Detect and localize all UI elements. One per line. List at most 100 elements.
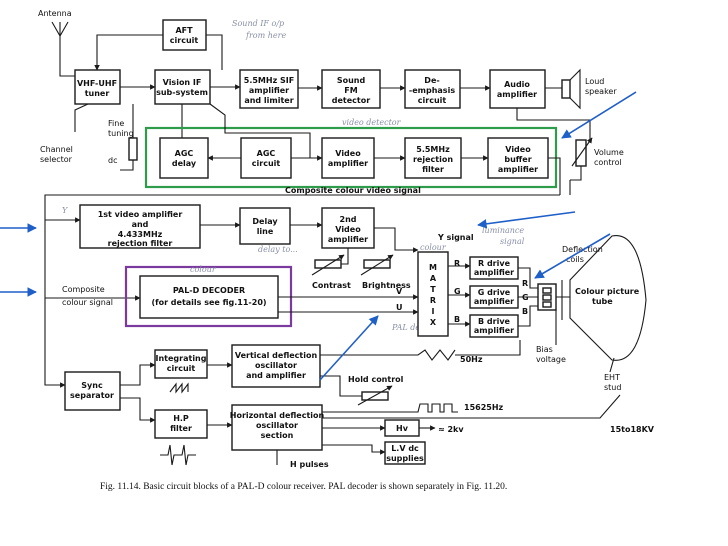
vhf-uhf-tuner-label-1: VHF-UHF [77,79,117,88]
first-video-label-1: 1st video amplifier [98,210,183,219]
channel-selector-label-2: selector [40,155,73,164]
audio-label-1: Audio [504,80,530,89]
first-video-label-4: rejection filter [108,239,173,248]
de-emphasis-label-3: circuit [418,96,447,105]
horizontal-deflection-block: Horizontal deflection oscillator section [230,404,325,451]
handwritten-note-luminance-2: signal [500,237,525,246]
aft-label-2: circuit [170,36,199,45]
sync-separator-block: Sync separator [64,371,121,411]
r-gun-label: R [522,279,528,288]
sync-separator-label-2: separator [70,391,114,400]
delay-line-label-1: Delay [252,217,278,226]
sif-amplifier-block: 5.5MHz SIF amplifier and limiter [239,69,299,109]
first-video-label-2: and [132,220,149,229]
composite-colour-label-2: colour signal [62,298,113,307]
second-video-label-2: Video [335,225,361,234]
eht-stud-label-2: stud [604,383,621,392]
deflection-coils-label-2: coils [566,255,584,264]
r-label: R [454,259,460,268]
composite-colour-label: Composite [62,285,105,294]
loudspeaker-icon [561,68,581,110]
sound-fm-detector-block: Sound FM detector [321,69,381,109]
handwritten-note-matrix: colour [420,243,447,252]
vision-if-label-1: Vision IF [163,78,202,87]
g-drive-label-2: amplifier [474,297,514,306]
first-video-amplifier-block: 1st video amplifier and 4.433MHz rejecti… [79,204,201,249]
rej-filter-label-2: rejection [413,155,453,164]
de-emphasis-label-2: -emphasis [409,86,455,95]
agc-circuit-label-2: circuit [252,159,281,168]
vision-if-block: Vision IF sub-system [154,69,211,105]
pulse-waveform-icon [160,444,196,466]
composite-video-signal-label: Composite colour video signal [285,186,421,195]
dc-label: dc [108,156,117,165]
u-signal-label: U [396,303,403,312]
v-signal-label: V [396,287,403,296]
volume-label-2: control [594,158,622,167]
sound-label-2: FM [344,86,357,95]
handwritten-note-video-detector: video detector [342,118,402,127]
50hz-label: 50Hz [460,355,483,364]
contrast-control [314,259,342,269]
aft-label-1: AFT [175,26,193,35]
2kv-label: ≈ 2kv [438,425,464,434]
agc-circuit-block: AGC circuit [240,137,292,179]
blue-arrow-y-signal [477,211,576,229]
second-video-label-3: amplifier [328,235,368,244]
loudspeaker-label-2: speaker [585,87,617,96]
matrix-letter-m: M [429,263,437,272]
agc-circuit-label-1: AGC [257,149,276,158]
hold-control-label: Hold control [348,375,404,384]
g-gun-label: G [522,293,529,302]
second-video-amplifier-block: 2nd Video amplifier [321,207,375,249]
horiz-defl-label-2: oscillator [256,421,298,430]
fine-tuning-label: Fine [108,119,124,128]
r-drive-label-2: amplifier [474,268,514,277]
agc-delay-label-2: delay [172,159,197,168]
matrix-letter-a: A [430,274,437,283]
antenna-icon [51,21,75,77]
integrating-circuit-block: Integrating circuit [154,349,208,379]
lv-label-1: L.V dc [391,444,419,453]
first-video-label-3: 4.433MHz [118,230,163,239]
vert-defl-label-1: Vertical deflection [235,351,318,360]
h-pulses-label: H pulses [290,460,329,469]
second-video-label-1: 2nd [340,215,357,224]
video-amp-label-2: amplifier [328,159,368,168]
pal-decoder-label-1: PAL-D DECODER [173,286,245,295]
loudspeaker-label-1: Loud [585,77,604,86]
vhf-uhf-tuner-label-2: tuner [85,89,110,98]
sif-label-1: 5.5MHz SIF [244,76,294,85]
de-emphasis-block: De- -emphasis circuit [404,69,461,109]
aft-circuit-block: AFT circuit [162,19,207,51]
rej-filter-label-3: filter [422,165,444,174]
blue-arrow-uv [319,315,379,381]
de-emphasis-label-1: De- [424,76,439,85]
vert-defl-label-2: oscillator [255,361,297,370]
lv-dc-supplies-block: L.V dc supplies [384,441,426,465]
pal-d-decoder-block: PAL-D DECODER (for details see fig.11-20… [139,275,279,319]
delay-line-label-2: line [257,227,274,236]
handwritten-note-delay: delay to... [258,245,298,254]
sound-label-1: Sound [337,76,366,85]
eht-stud-label: EHT [604,373,620,382]
blue-arrow-deflection [534,233,611,279]
matrix-letter-r: R [430,296,436,305]
audio-amplifier-block: Audio amplifier [489,69,546,109]
handwritten-note-decoder: colour [190,265,217,274]
hp-filter-block: H.P filter [154,409,208,439]
b-label: B [454,315,460,324]
sync-separator-label-1: Sync [81,381,103,390]
annotation-arrows [0,91,637,381]
sif-label-3: and limiter [244,96,293,105]
handwritten-note-aft-2: from here [245,31,286,40]
vhf-uhf-tuner-block: VHF-UHF tuner [74,69,121,105]
matrix-letter-t: T [430,285,436,294]
brightness-label: Brightness [362,281,411,290]
hv-block: Hv [384,419,420,437]
r-drive-amplifier-block: R drive amplifier [469,256,519,280]
rej-filter-label-1: 5.5MHz [416,145,450,154]
horiz-defl-label-1: Horizontal deflection [230,411,325,420]
delay-line-block: Delay line [239,207,291,245]
